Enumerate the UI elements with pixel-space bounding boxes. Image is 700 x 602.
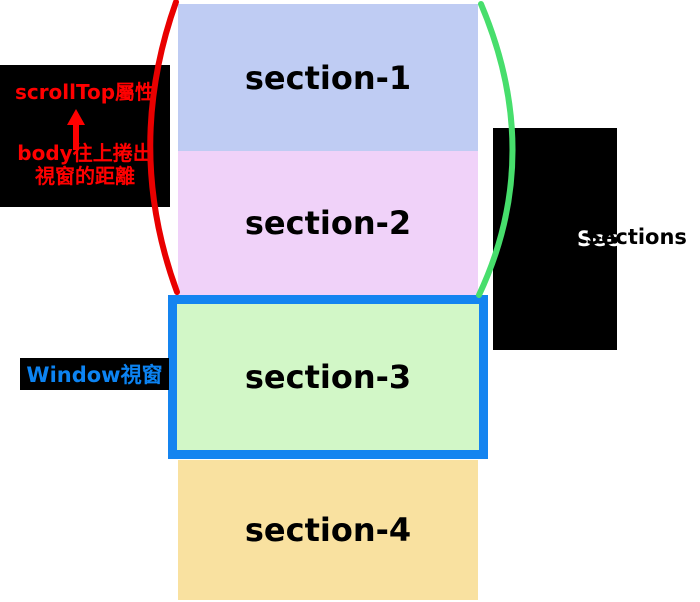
up-arrow-icon: [67, 109, 85, 150]
section-1-block: section-1: [178, 4, 478, 151]
scrolltop-callout-line-2: 視窗的距離: [35, 164, 135, 188]
right-label-text-front: Sections: [586, 225, 687, 249]
window-label-text: Window視窗: [26, 363, 163, 387]
section-4-label: section-4: [244, 511, 412, 549]
section-4-block: section-4: [178, 460, 478, 600]
section-3-label: section-3: [244, 358, 412, 396]
scrolltop-callout-line-1: body往上捲出: [17, 141, 153, 165]
scrolltop-callout: scrollTop屬性 body往上捲出 視窗的距離: [0, 65, 170, 207]
section-2-block: section-2: [178, 151, 478, 295]
scrolltop-callout-title: scrollTop屬性: [14, 80, 156, 104]
window-viewport-box: section-3: [168, 295, 488, 459]
right-label-text-back: Sections: [577, 227, 678, 251]
window-label-bar: Window視窗: [20, 358, 169, 390]
section-2-label: section-2: [244, 204, 412, 242]
section-1-label: section-1: [244, 58, 412, 97]
